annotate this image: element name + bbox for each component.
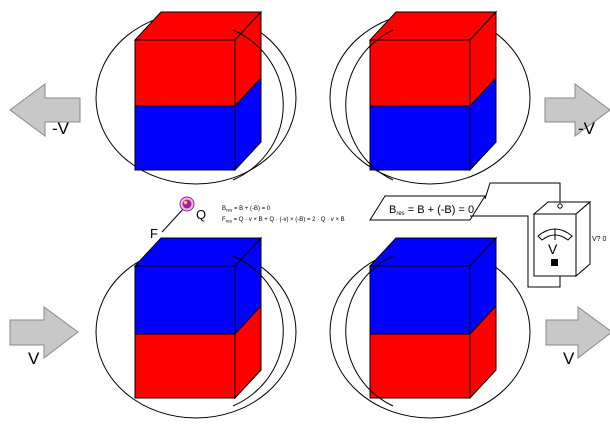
arrow-label-bottom-left: V <box>28 349 40 368</box>
magnet-front-lower <box>369 333 471 399</box>
field-loop-bottom-left-inner <box>232 255 284 407</box>
arrow-label-top-right: -V <box>578 119 596 138</box>
arrow-left-top <box>9 83 81 137</box>
equation-box <box>369 195 486 221</box>
magnet-side-lower <box>234 76 262 172</box>
voltmeter-terminal <box>557 203 563 209</box>
charge-inner <box>182 199 192 209</box>
magnet-top-right <box>368 10 498 172</box>
field-loops-inner <box>232 29 394 407</box>
voltmeter-switch <box>551 259 558 266</box>
field-loop-top-right-inner <box>345 29 394 181</box>
magnet-side-lower <box>469 304 497 400</box>
magnet-front-upper <box>134 265 236 335</box>
magnet-top-left <box>133 10 263 172</box>
force-line <box>161 206 186 233</box>
magnet-front-lower <box>134 333 236 399</box>
arrow-right-bottom-left <box>9 306 79 360</box>
voltmeter <box>532 200 592 278</box>
magnet-front-lower <box>134 105 236 171</box>
arrow-right-bottom-right <box>545 306 610 360</box>
wires <box>470 182 561 288</box>
wire-bottom <box>470 215 561 288</box>
velocity-arrows <box>9 83 610 360</box>
magnet-bottom-right <box>368 236 498 400</box>
magnet-front-lower <box>369 105 471 171</box>
arrow-label-bottom-right: V <box>563 349 575 368</box>
field-loop-bottom-right-inner <box>345 255 394 407</box>
magnet-side-lower <box>234 304 262 400</box>
wire-top <box>484 182 561 204</box>
magnet-front-upper <box>369 265 471 335</box>
charge-label: Q <box>196 207 206 222</box>
arrow-right-top <box>544 83 610 137</box>
magnet-side-lower <box>469 76 497 172</box>
equation-box-text: Bres = B + (-B) = 0 <box>389 204 474 217</box>
equation-f-res: Fres = Q · v × B + Q · (-v) × (-B) = 2 ·… <box>222 217 345 224</box>
equation-b-res: Bres = B + (-B) = 0 <box>222 206 271 213</box>
magnet-bottom-left <box>133 236 263 400</box>
magnet-front-upper <box>369 39 471 107</box>
magnet-front-upper <box>134 39 236 107</box>
charge-q <box>161 196 195 233</box>
force-label: F <box>150 226 158 241</box>
voltmeter-symbol: V <box>548 241 558 257</box>
voltmeter-body-side <box>575 200 591 278</box>
charge-core <box>183 200 188 205</box>
arrow-label-top-left: -V <box>52 119 70 138</box>
field-loop-top-left-inner <box>232 29 284 181</box>
voltmeter-reading: V? 0 <box>592 236 607 243</box>
